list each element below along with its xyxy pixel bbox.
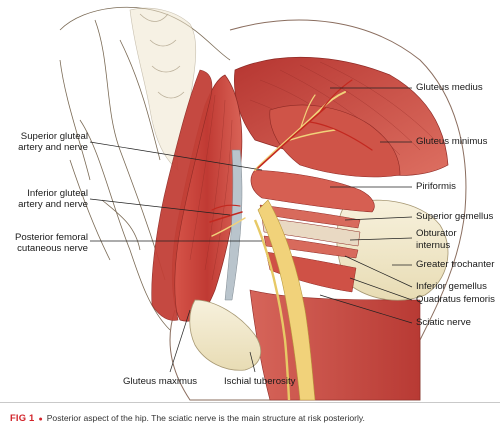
label-obturator-internus-line1: Obturator (416, 228, 457, 239)
hip-illustration (59, 6, 467, 401)
label-inferior-gemellus: Inferior gemellus (416, 281, 487, 292)
figure-caption: FIG 1●Posterior aspect of the hip. The s… (0, 402, 500, 435)
label-gluteus-maximus: Gluteus maximus (123, 376, 198, 387)
label-piriformis: Piriformis (416, 181, 456, 192)
buttock-outline (169, 19, 467, 401)
label-posterior-femoral-line2: cutaneous nerve (17, 243, 88, 254)
ischium-bone (189, 299, 262, 371)
sciatic-nerve (257, 199, 316, 401)
label-inferior-gluteal-line1: Inferior gluteal (27, 188, 88, 199)
label-ischial-tuberosity: Ischial tuberosity (224, 376, 296, 387)
piriformis-muscle (250, 169, 375, 213)
label-posterior-femoral-cutaneous: Posterior femoral cutaneous nerve (0, 232, 88, 254)
inferior-gluteal-vessels (209, 204, 246, 237)
gmax-striations (189, 94, 233, 281)
label-superior-gluteal-line2: artery and nerve (18, 142, 88, 153)
label-sciatic-nerve: Sciatic nerve (416, 317, 471, 328)
label-greater-trochanter: Greater trochanter (416, 259, 495, 270)
label-gluteus-medius: Gluteus medius (416, 82, 483, 93)
label-inferior-gluteal-line2: artery and nerve (18, 199, 88, 210)
label-quadratus-femoris: Quadratus femoris (416, 294, 495, 305)
label-superior-gluteal: Superior gluteal artery and nerve (0, 131, 88, 153)
label-superior-gluteal-line1: Superior gluteal (20, 131, 88, 142)
posterior-femoral-cutaneous-nerve (253, 219, 291, 401)
label-obturator-internus-line2: internus (416, 240, 451, 251)
caption-text: Posterior aspect of the hip. The sciatic… (46, 413, 365, 423)
figure-number: FIG 1 (10, 412, 35, 423)
label-gluteus-minimus: Gluteus minimus (416, 136, 488, 147)
label-posterior-femoral-line1: Posterior femoral (14, 232, 88, 243)
superior-gluteal-vessels (254, 79, 373, 171)
label-inferior-gluteal: Inferior gluteal artery and nerve (0, 188, 88, 210)
label-superior-gemellus: Superior gemellus (416, 211, 494, 222)
gluteus-maximus-outer (151, 69, 213, 321)
greater-trochanter-bone (336, 199, 449, 301)
leader-lines (89, 87, 413, 373)
bullet-icon: ● (38, 416, 43, 423)
